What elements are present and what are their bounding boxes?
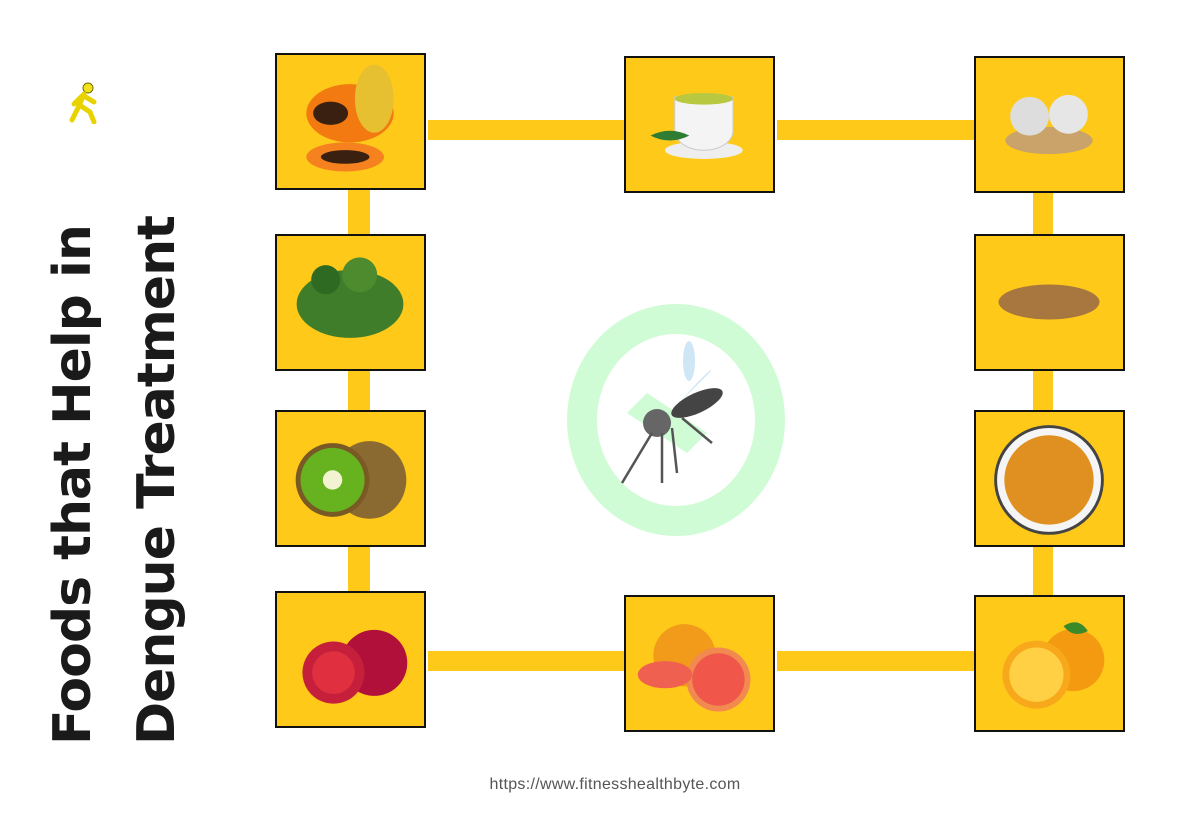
- connector: [428, 120, 624, 140]
- food-papaya: [275, 53, 426, 190]
- food-kiwi: [275, 410, 426, 547]
- connector: [777, 651, 974, 671]
- food-garlic-ginger: [974, 56, 1125, 193]
- food-raisins: [974, 410, 1125, 547]
- mosquito-icon: [567, 304, 785, 536]
- food-leafy-greens: [275, 234, 426, 371]
- walking-person-icon: [69, 82, 97, 124]
- food-orange: [974, 595, 1125, 732]
- title-line-1: Foods that Help in: [43, 225, 103, 745]
- title-line-2: Dengue Treatment: [127, 215, 187, 745]
- food-green-tea: [624, 56, 775, 193]
- food-grapefruit: [624, 595, 775, 732]
- page-title: Foods that Help in Dengue Treatment: [31, 85, 199, 745]
- food-fenugreek-seeds: [974, 234, 1125, 371]
- food-pomegranate: [275, 591, 426, 728]
- connector: [777, 120, 974, 140]
- connector: [428, 651, 624, 671]
- footer-url[interactable]: https://www.fitnesshealthbyte.com: [489, 776, 741, 793]
